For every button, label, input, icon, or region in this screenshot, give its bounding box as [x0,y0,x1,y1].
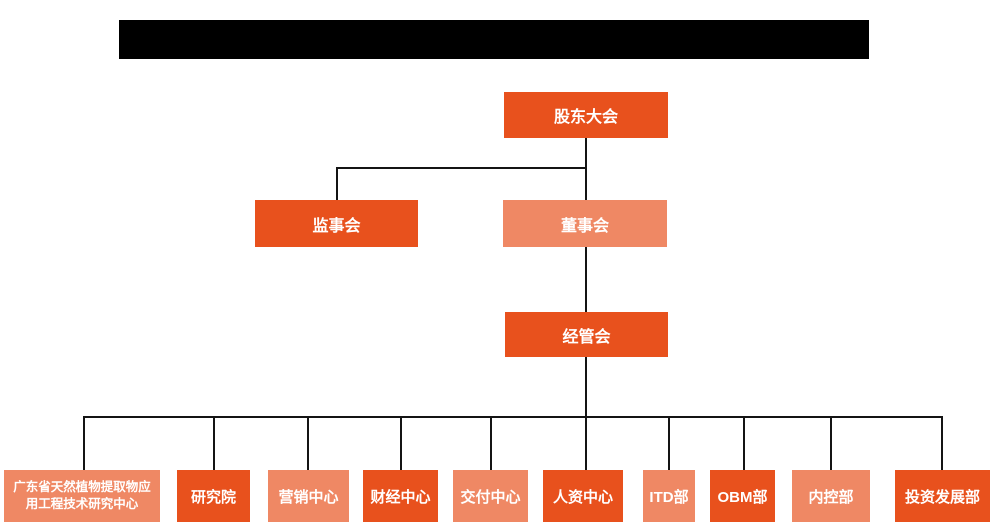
connector-line [336,167,338,200]
connector-rail [84,416,943,418]
org-node-label: 交付中心 [460,488,521,506]
org-node-research-institute: 研究院 [177,470,250,522]
connector-line [668,416,670,470]
org-node-label: 内控部 [808,488,854,506]
org-node-supervisory-board: 监事会 [255,200,418,247]
org-node-delivery-center: 交付中心 [453,470,528,522]
org-node-label: 营销中心 [278,488,339,506]
org-node-label: ITD部 [649,488,689,506]
org-node-research-center: 广东省天然植物提取物应用工程技术研究中心 [4,470,160,522]
org-node-label: 研究院 [190,488,236,506]
connector-line [213,416,215,470]
org-node-hr-center: 人资中心 [543,470,623,522]
org-node-board-of-directors: 董事会 [503,200,667,247]
org-node-label: 广东省天然植物提取物应用工程技术研究中心 [13,480,151,511]
connector-line [743,416,745,470]
org-node-finance-center: 财经中心 [363,470,438,522]
org-node-label: 董事会 [560,217,609,235]
connector-line [307,416,309,470]
redacted-title-bar [119,20,869,59]
org-node-label: 股东大会 [553,109,618,126]
connector-line [585,138,587,200]
org-node-internal-control-dept: 内控部 [792,470,870,522]
connector-line [400,416,402,470]
connector-line [585,357,587,417]
org-node-itd-dept: ITD部 [643,470,695,522]
org-node-label: OBM部 [717,488,768,506]
connector-line [83,416,85,470]
org-node-obm-dept: OBM部 [710,470,775,522]
org-node-shareholders-meeting: 股东大会 [504,92,668,138]
connector-line [336,167,587,169]
org-node-label: 经管会 [562,328,611,346]
connector-line [830,416,832,470]
org-node-marketing-center: 营销中心 [268,470,349,522]
org-node-label: 监事会 [312,217,361,235]
org-node-investment-dev-dept: 投资发展部 [895,470,990,522]
org-node-management-committee: 经管会 [505,312,668,357]
connector-line [490,416,492,470]
connector-line [941,416,943,470]
connector-line [585,247,587,312]
connector-line [585,416,587,470]
org-node-label: 人资中心 [552,488,613,506]
org-node-label: 财经中心 [370,488,431,506]
org-node-label: 投资发展部 [904,488,980,506]
